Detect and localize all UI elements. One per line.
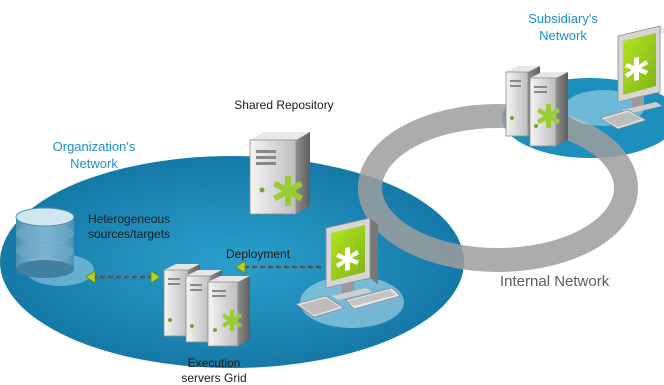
shared-repository-label: Shared Repository — [234, 98, 334, 112]
subsidiary-network-label: Subsidiary's Network — [528, 11, 598, 43]
database-icon — [15, 207, 75, 278]
asterisk-logo-icon — [537, 104, 560, 128]
subsidiary-workstation-icon — [599, 25, 664, 130]
organization-network-label: Organization's Network — [52, 139, 136, 171]
deployment-arrow — [235, 260, 322, 274]
heterogeneous-sources-label: Heterogeneous sources/targets — [88, 212, 171, 241]
execution-servers-grid-label: Execution servers Grid — [181, 356, 247, 385]
workstation-icon — [295, 217, 401, 318]
subsidiary-servers-icon — [505, 66, 568, 147]
execution-server-grid-icon — [163, 264, 250, 347]
data-flow-arrow — [85, 270, 161, 284]
internal-network-ring — [358, 104, 638, 272]
deployment-label: Deployment — [226, 247, 291, 261]
asterisk-logo-icon — [222, 310, 242, 331]
shared-repository-server-icon — [249, 132, 310, 215]
internal-network-label: Internal Network — [500, 273, 610, 290]
asterisk-logo-icon — [273, 176, 303, 206]
